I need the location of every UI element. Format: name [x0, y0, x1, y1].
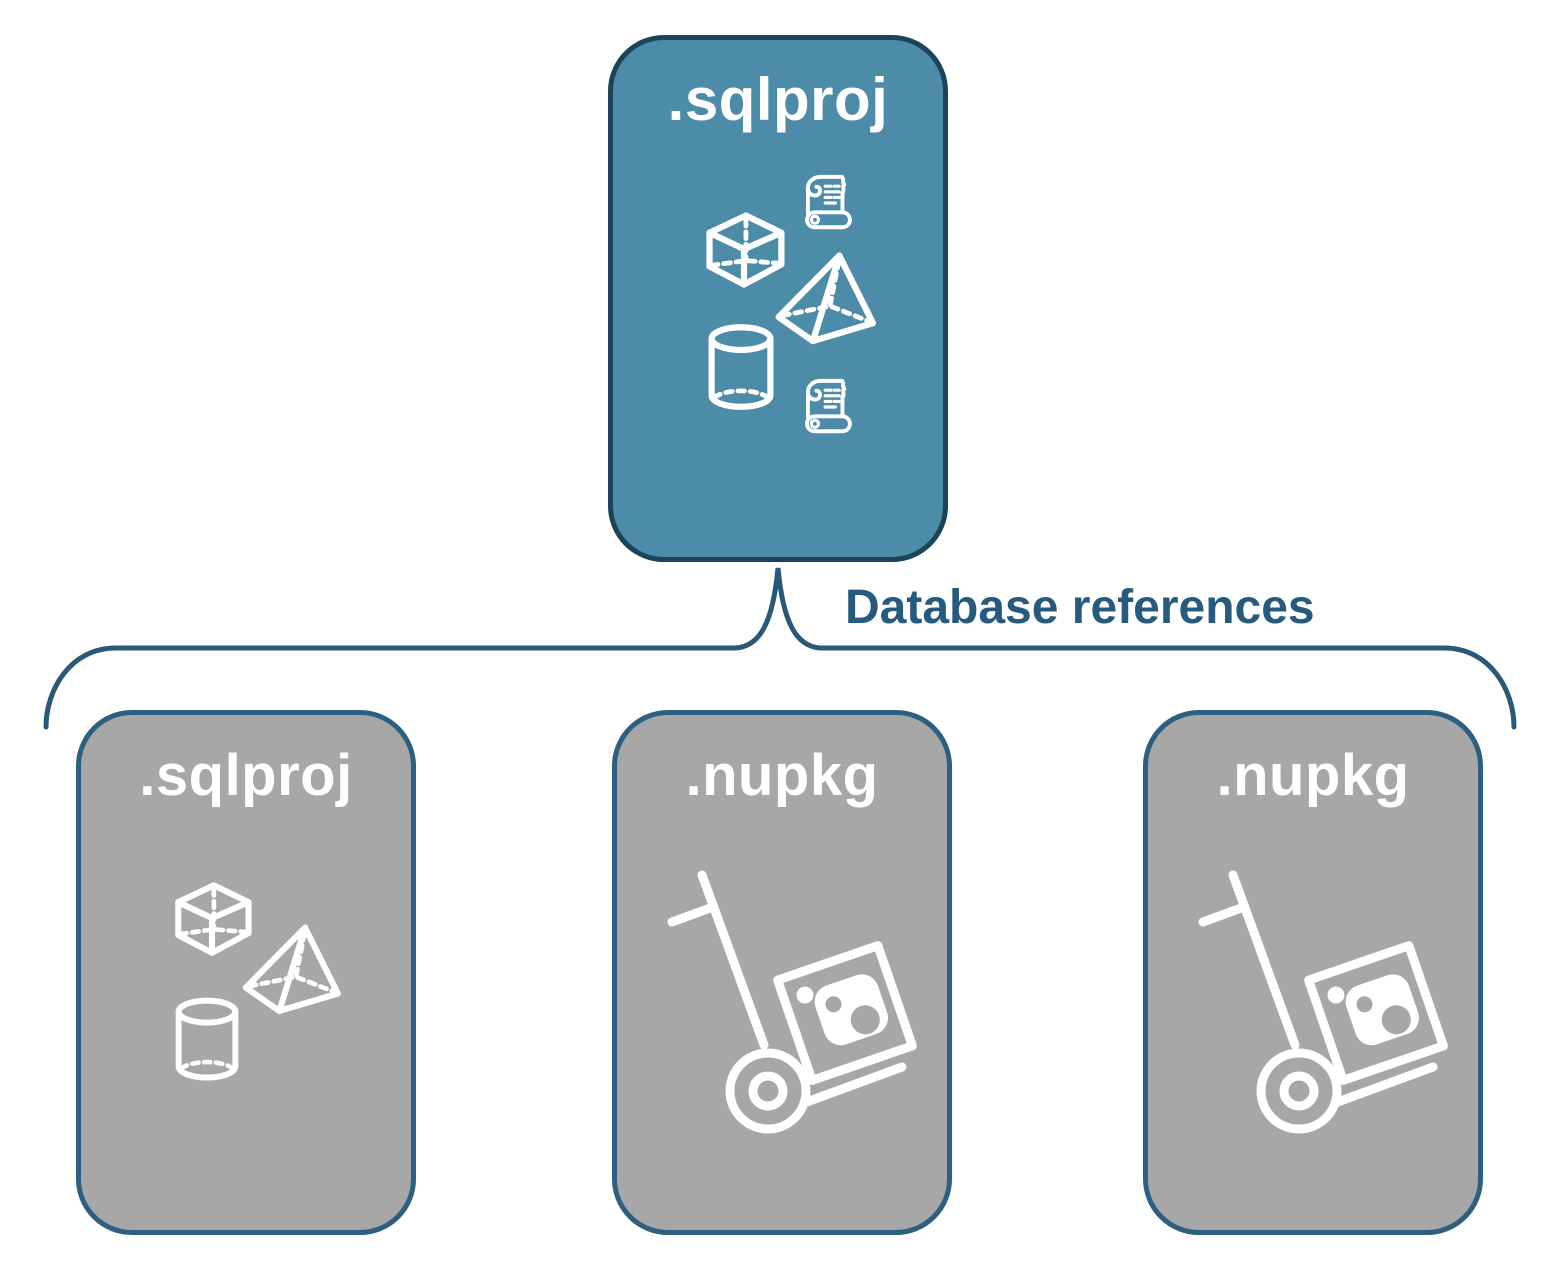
child-sqlproj-box: .sqlproj [76, 710, 416, 1235]
child-nupkg-box-2: .nupkg [1143, 710, 1483, 1235]
child-nupkg-box-1: .nupkg [612, 710, 952, 1235]
nuget-dolly-icon [1191, 865, 1491, 1145]
child-box-label: .nupkg [685, 743, 879, 808]
scroll-icon [800, 377, 856, 437]
scroll-icon [800, 173, 856, 233]
child-box-label: .nupkg [1216, 743, 1410, 808]
cylinder-icon [705, 323, 777, 413]
brace-connector [43, 567, 1517, 730]
cube-icon [167, 875, 257, 965]
cube-icon [698, 205, 790, 297]
pyramid-icon [237, 918, 350, 1022]
pyramid-icon [770, 245, 886, 354]
connector-label: Database references [845, 581, 1315, 634]
root-sqlproj-box: .sqlproj [608, 35, 948, 562]
root-box-label: .sqlproj [667, 66, 889, 133]
cylinder-icon [171, 997, 243, 1083]
nuget-dolly-icon [660, 865, 960, 1145]
child-box-label: .sqlproj [139, 743, 353, 808]
